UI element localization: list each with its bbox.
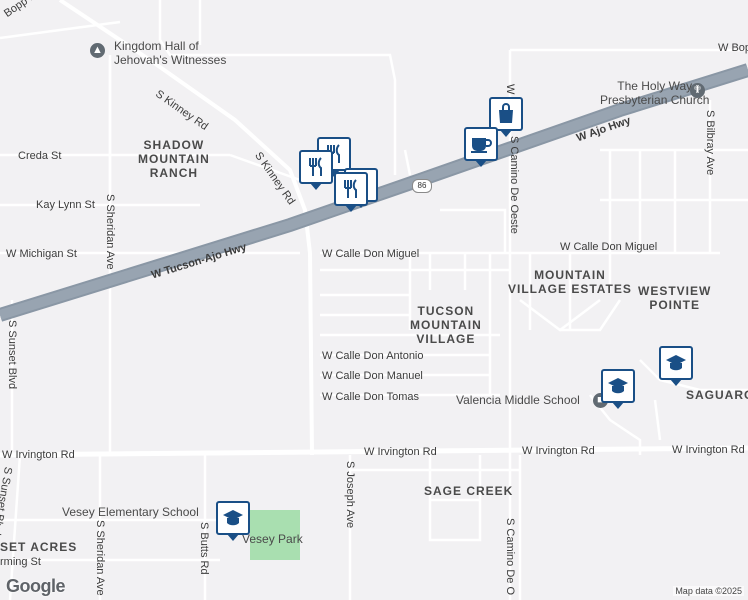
street-label: Creda St (18, 150, 62, 162)
poi-label-holy-way[interactable]: The Holy Way Presbyterian Church (600, 79, 710, 107)
area-label-sunset-acres: SET ACRES (0, 540, 78, 554)
street-label: W Calle Don Tomas (322, 391, 419, 403)
school-icon (223, 510, 243, 526)
street-label: rming St (0, 556, 41, 568)
street-label: W Irvington Rd (2, 449, 75, 461)
street-label: W Irvington Rd (522, 445, 595, 457)
area-label-shadow-mountain: SHADOW MOUNTAIN RANCH (138, 138, 210, 180)
irvington-road (0, 445, 748, 458)
street-label: W (504, 84, 516, 95)
street-label: Kay Lynn St (36, 199, 95, 211)
street-label: S Sunset Blvd (6, 320, 18, 390)
restaurant-icon (309, 157, 322, 176)
school-marker-valencia[interactable] (601, 369, 635, 409)
vesey-park-area (250, 510, 300, 560)
area-label-sage-creek: SAGE CREEK (424, 484, 514, 498)
poi-label-vesey-elementary[interactable]: Vesey Elementary School (62, 505, 199, 519)
street-label: S Joseph Ave (344, 461, 356, 529)
kinney-road (58, 0, 314, 456)
street-label: W Calle Don Miguel (322, 248, 420, 260)
church-icon[interactable]: ✟ (690, 83, 705, 98)
highway-shield-86: 86 (412, 179, 432, 193)
street-label: W Calle Don Antonio (322, 350, 424, 362)
area-label-saguaro: SAGUARO (686, 388, 748, 402)
poi-label-valencia[interactable]: Valencia Middle School (456, 393, 580, 407)
street-label: S Camino De O (504, 518, 516, 596)
street-label: W Bopp (718, 42, 748, 54)
street-label: W Irvington Rd (364, 446, 437, 458)
poi-label-kingdom-hall[interactable]: Kingdom Hall of Jehovah's Witnesses (114, 39, 227, 67)
street-label: W Irvington Rd (672, 444, 745, 456)
school-icon (608, 378, 628, 394)
street-label: S Camino De Oeste (508, 136, 520, 234)
school-icon (666, 355, 686, 371)
school-marker-vesey[interactable] (216, 501, 250, 541)
street-label: W Michigan St (6, 248, 77, 260)
cafe-marker[interactable] (464, 127, 498, 167)
street-label: W Calle Don Manuel (322, 370, 423, 382)
shopping-marker[interactable] (489, 97, 523, 137)
school-marker[interactable] (659, 346, 693, 386)
area-label-westview: WESTVIEW POINTE (638, 284, 712, 312)
street-label: W Calle Don Miguel (560, 241, 658, 253)
street-label: S Butts Rd (198, 522, 210, 575)
street-label: S Sheridan Ave (94, 520, 106, 596)
street-label: S Sheridan Ave (104, 194, 116, 270)
restaurant-icon (344, 179, 357, 198)
restaurant-marker[interactable] (299, 150, 333, 190)
coffee-cup-icon (471, 138, 492, 153)
area-label-tucson-mountain: TUCSON MOUNTAIN VILLAGE (410, 304, 482, 346)
google-logo: Google (6, 576, 66, 596)
map-attribution[interactable]: Map data ©2025 (673, 586, 744, 596)
street-label: S Bilbray Ave (704, 110, 716, 176)
shopping-bag-icon (499, 103, 513, 123)
restaurant-marker[interactable] (334, 172, 368, 212)
kingdom-hall-icon[interactable]: ▲ (90, 43, 105, 58)
area-label-mountain-village: MOUNTAIN VILLAGE ESTATES (508, 268, 632, 296)
poi-label-vesey-park[interactable]: Vesey Park (242, 532, 303, 546)
